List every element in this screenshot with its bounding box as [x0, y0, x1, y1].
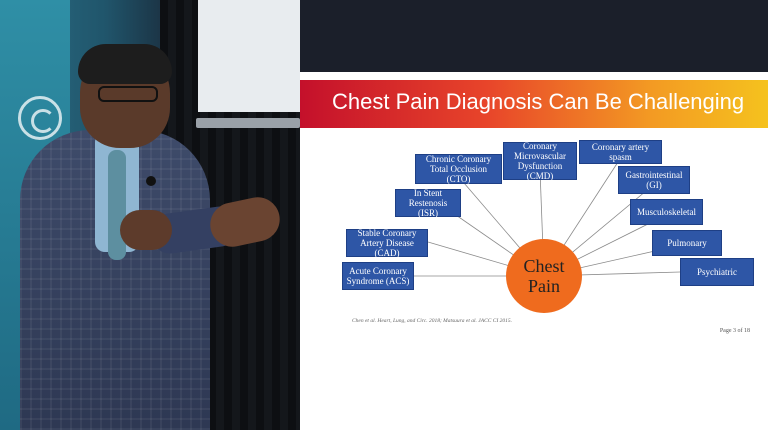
center-chest-pain: Chest Pain	[506, 239, 582, 313]
slide-title-bar: Chest Pain Diagnosis Can Be Challenging	[300, 80, 768, 128]
speaker-hair	[78, 44, 172, 84]
box-cto: Chronic Coronary Total Occlusion (CTO)	[415, 154, 502, 184]
slide-title: Chest Pain Diagnosis Can Be Challenging	[332, 89, 745, 114]
box-acs: Acute Coronary Syndrome (ACS)	[342, 262, 414, 290]
box-gi: Gastrointestinal (GI)	[618, 166, 690, 194]
box-psychiatric: Psychiatric	[680, 258, 754, 286]
speaker-glasses	[98, 86, 158, 102]
page-number: Page 3 of 18	[719, 328, 750, 334]
speaker-photo	[0, 0, 300, 430]
projector-bar	[196, 118, 300, 128]
lapel-mic-icon	[146, 176, 156, 186]
box-cad: Stable Coronary Artery Disease (CAD)	[346, 228, 428, 258]
projector-screen	[198, 0, 300, 112]
box-spasm: Coronary artery spasm	[579, 140, 662, 164]
citation: Chen et al. Heart, Lung, and Circ. 2018;…	[352, 318, 513, 324]
box-isr: In Stent Restenosis (ISR)	[395, 188, 461, 218]
chest-pain-diagram: Chronic Coronary Total Occlusion (CTO) C…	[300, 136, 768, 356]
presentation-slide: Chest Pain Diagnosis Can Be Challenging …	[300, 72, 768, 430]
speaker-tie	[108, 150, 126, 260]
box-musculo: Musculoskeletal	[630, 199, 703, 225]
box-cmd: Coronary Microvascular Dysfunction (CMD)	[503, 141, 577, 181]
center-label-line2: Pain	[527, 276, 560, 296]
speaker-hand-left	[120, 210, 172, 250]
box-pulmonary: Pulmonary	[652, 230, 722, 256]
banner-logo-icon	[18, 96, 62, 140]
center-label-line1: Chest	[523, 256, 565, 276]
